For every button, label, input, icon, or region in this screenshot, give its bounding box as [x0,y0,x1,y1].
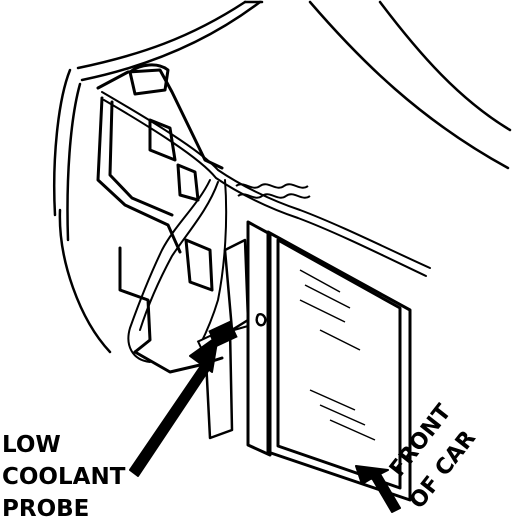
probe-pointer-arrow [129,335,219,477]
probe-label-line-2: COOLANT [2,464,126,490]
radiator-fins [299,269,376,441]
probe-label: LOW COOLANT PROBE [2,432,126,522]
radiator-core [246,220,412,502]
probe-label-line-3: PROBE [2,496,89,522]
hood-outline [52,0,512,354]
probe-label-line-1: LOW [2,432,61,458]
front-direction-arrow [355,465,401,513]
hose-lines [101,91,431,363]
radiator-support [96,63,224,374]
hose-coil [235,183,311,199]
